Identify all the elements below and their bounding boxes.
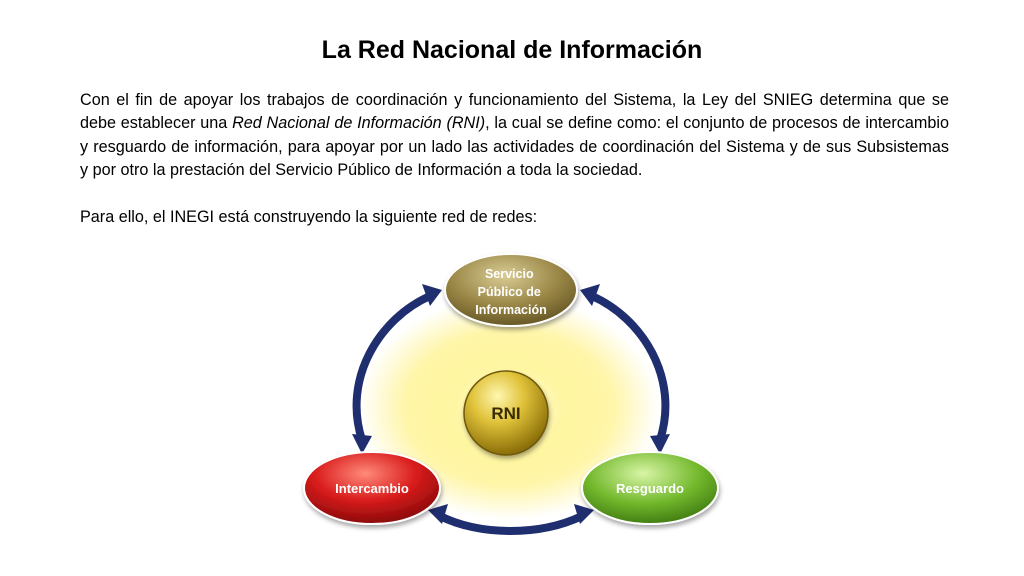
node-intercambio-label: Intercambio	[335, 481, 409, 496]
slide-title: La Red Nacional de Información	[321, 36, 703, 64]
cycle-arrows	[352, 292, 670, 535]
network-diagram: Servicio Público de Información RNI Inte…	[290, 248, 730, 566]
servicio-line-2: Público de	[478, 285, 541, 299]
arrowhead-bottom-left	[428, 504, 448, 524]
node-servicio-publico	[444, 253, 578, 327]
body-text: Con el fin de apoyar los trabajos de coo…	[80, 89, 949, 229]
arrow-top-left-arc	[352, 292, 434, 444]
node-intercambio	[303, 451, 441, 525]
arrowhead-left-lower	[352, 434, 372, 454]
rni-emphasis: Red Nacional de Información (RNI)	[232, 114, 486, 133]
arrowhead-left-upper	[422, 284, 442, 306]
servicio-line-1: Servicio	[485, 267, 534, 281]
arrow-heads	[352, 284, 670, 524]
node-rni-label: RNI	[491, 404, 520, 423]
paragraph-definition-end: , la cual se define como: el conjunto de…	[80, 114, 949, 180]
arrow-bottom-arc	[436, 512, 586, 535]
paragraph-definition-start: Con el fin de apoyar los trabajos de coo…	[80, 91, 949, 133]
arrowhead-bottom-right	[574, 504, 594, 524]
servicio-line-3: Información	[475, 303, 547, 317]
node-rni	[463, 370, 549, 456]
arrowhead-right-lower	[650, 434, 670, 454]
paragraph-intro: Para ello, el INEGI está construyendo la…	[80, 207, 538, 226]
node-servicio-publico-label: Servicio Público de Información	[475, 267, 547, 317]
paragraph-definition: Con el fin de apoyar los trabajos de coo…	[80, 89, 949, 183]
node-resguardo	[581, 451, 719, 525]
arrowhead-right-upper	[580, 284, 600, 306]
arrow-top-right-arc	[588, 292, 670, 444]
node-resguardo-label: Resguardo	[616, 481, 684, 496]
